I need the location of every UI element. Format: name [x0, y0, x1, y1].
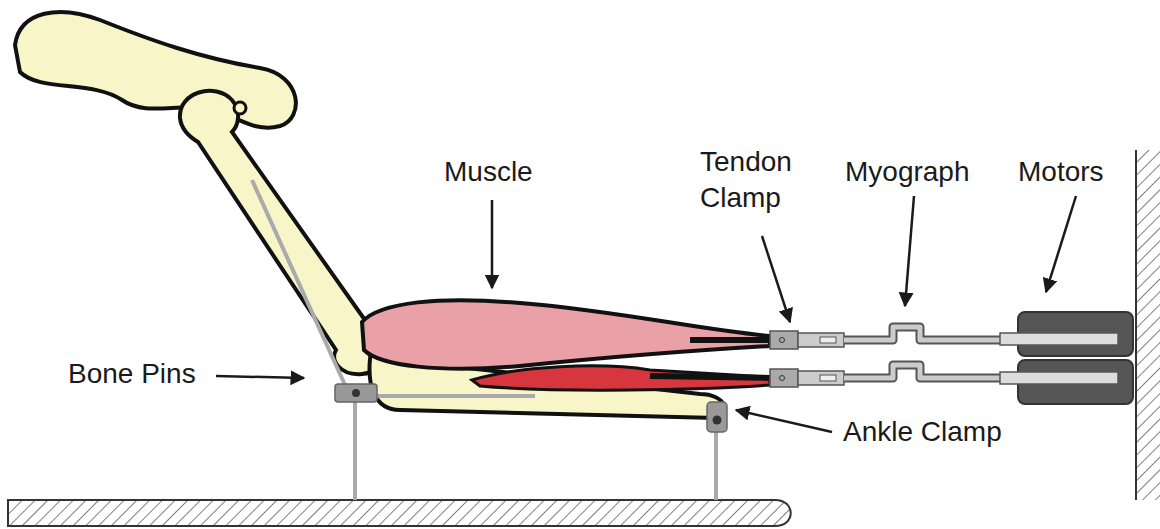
ankle-dot [713, 416, 722, 425]
hip-joint [234, 102, 246, 114]
tendon-clamp-label: Tendon Clamp [700, 144, 820, 216]
wall-edge [1135, 150, 1137, 500]
wall [1136, 150, 1160, 500]
tendon-lower [650, 376, 772, 378]
leader-arrows [216, 196, 1076, 432]
pelvis [15, 12, 296, 128]
bone-pins-label: Bone Pins [68, 356, 196, 392]
femur [180, 91, 384, 374]
tendon-clamp-lower [770, 369, 844, 387]
ankle-clamp [707, 402, 727, 432]
muscle-upper [362, 300, 770, 369]
motors [1000, 312, 1133, 404]
femur-rod [252, 180, 345, 385]
ground [8, 500, 791, 526]
bone-pin [335, 384, 377, 402]
myograph [844, 327, 1004, 378]
muscle-label: Muscle [444, 154, 533, 190]
myograph-label: Myograph [845, 154, 970, 190]
tendon-clamp-upper [770, 331, 844, 349]
ankle-clamp-label: Ankle Clamp [843, 414, 1002, 450]
motors-label: Motors [1018, 154, 1104, 190]
bone-pin-dot [352, 389, 360, 397]
tendon-upper [690, 337, 772, 343]
pin-stand [353, 400, 357, 500]
